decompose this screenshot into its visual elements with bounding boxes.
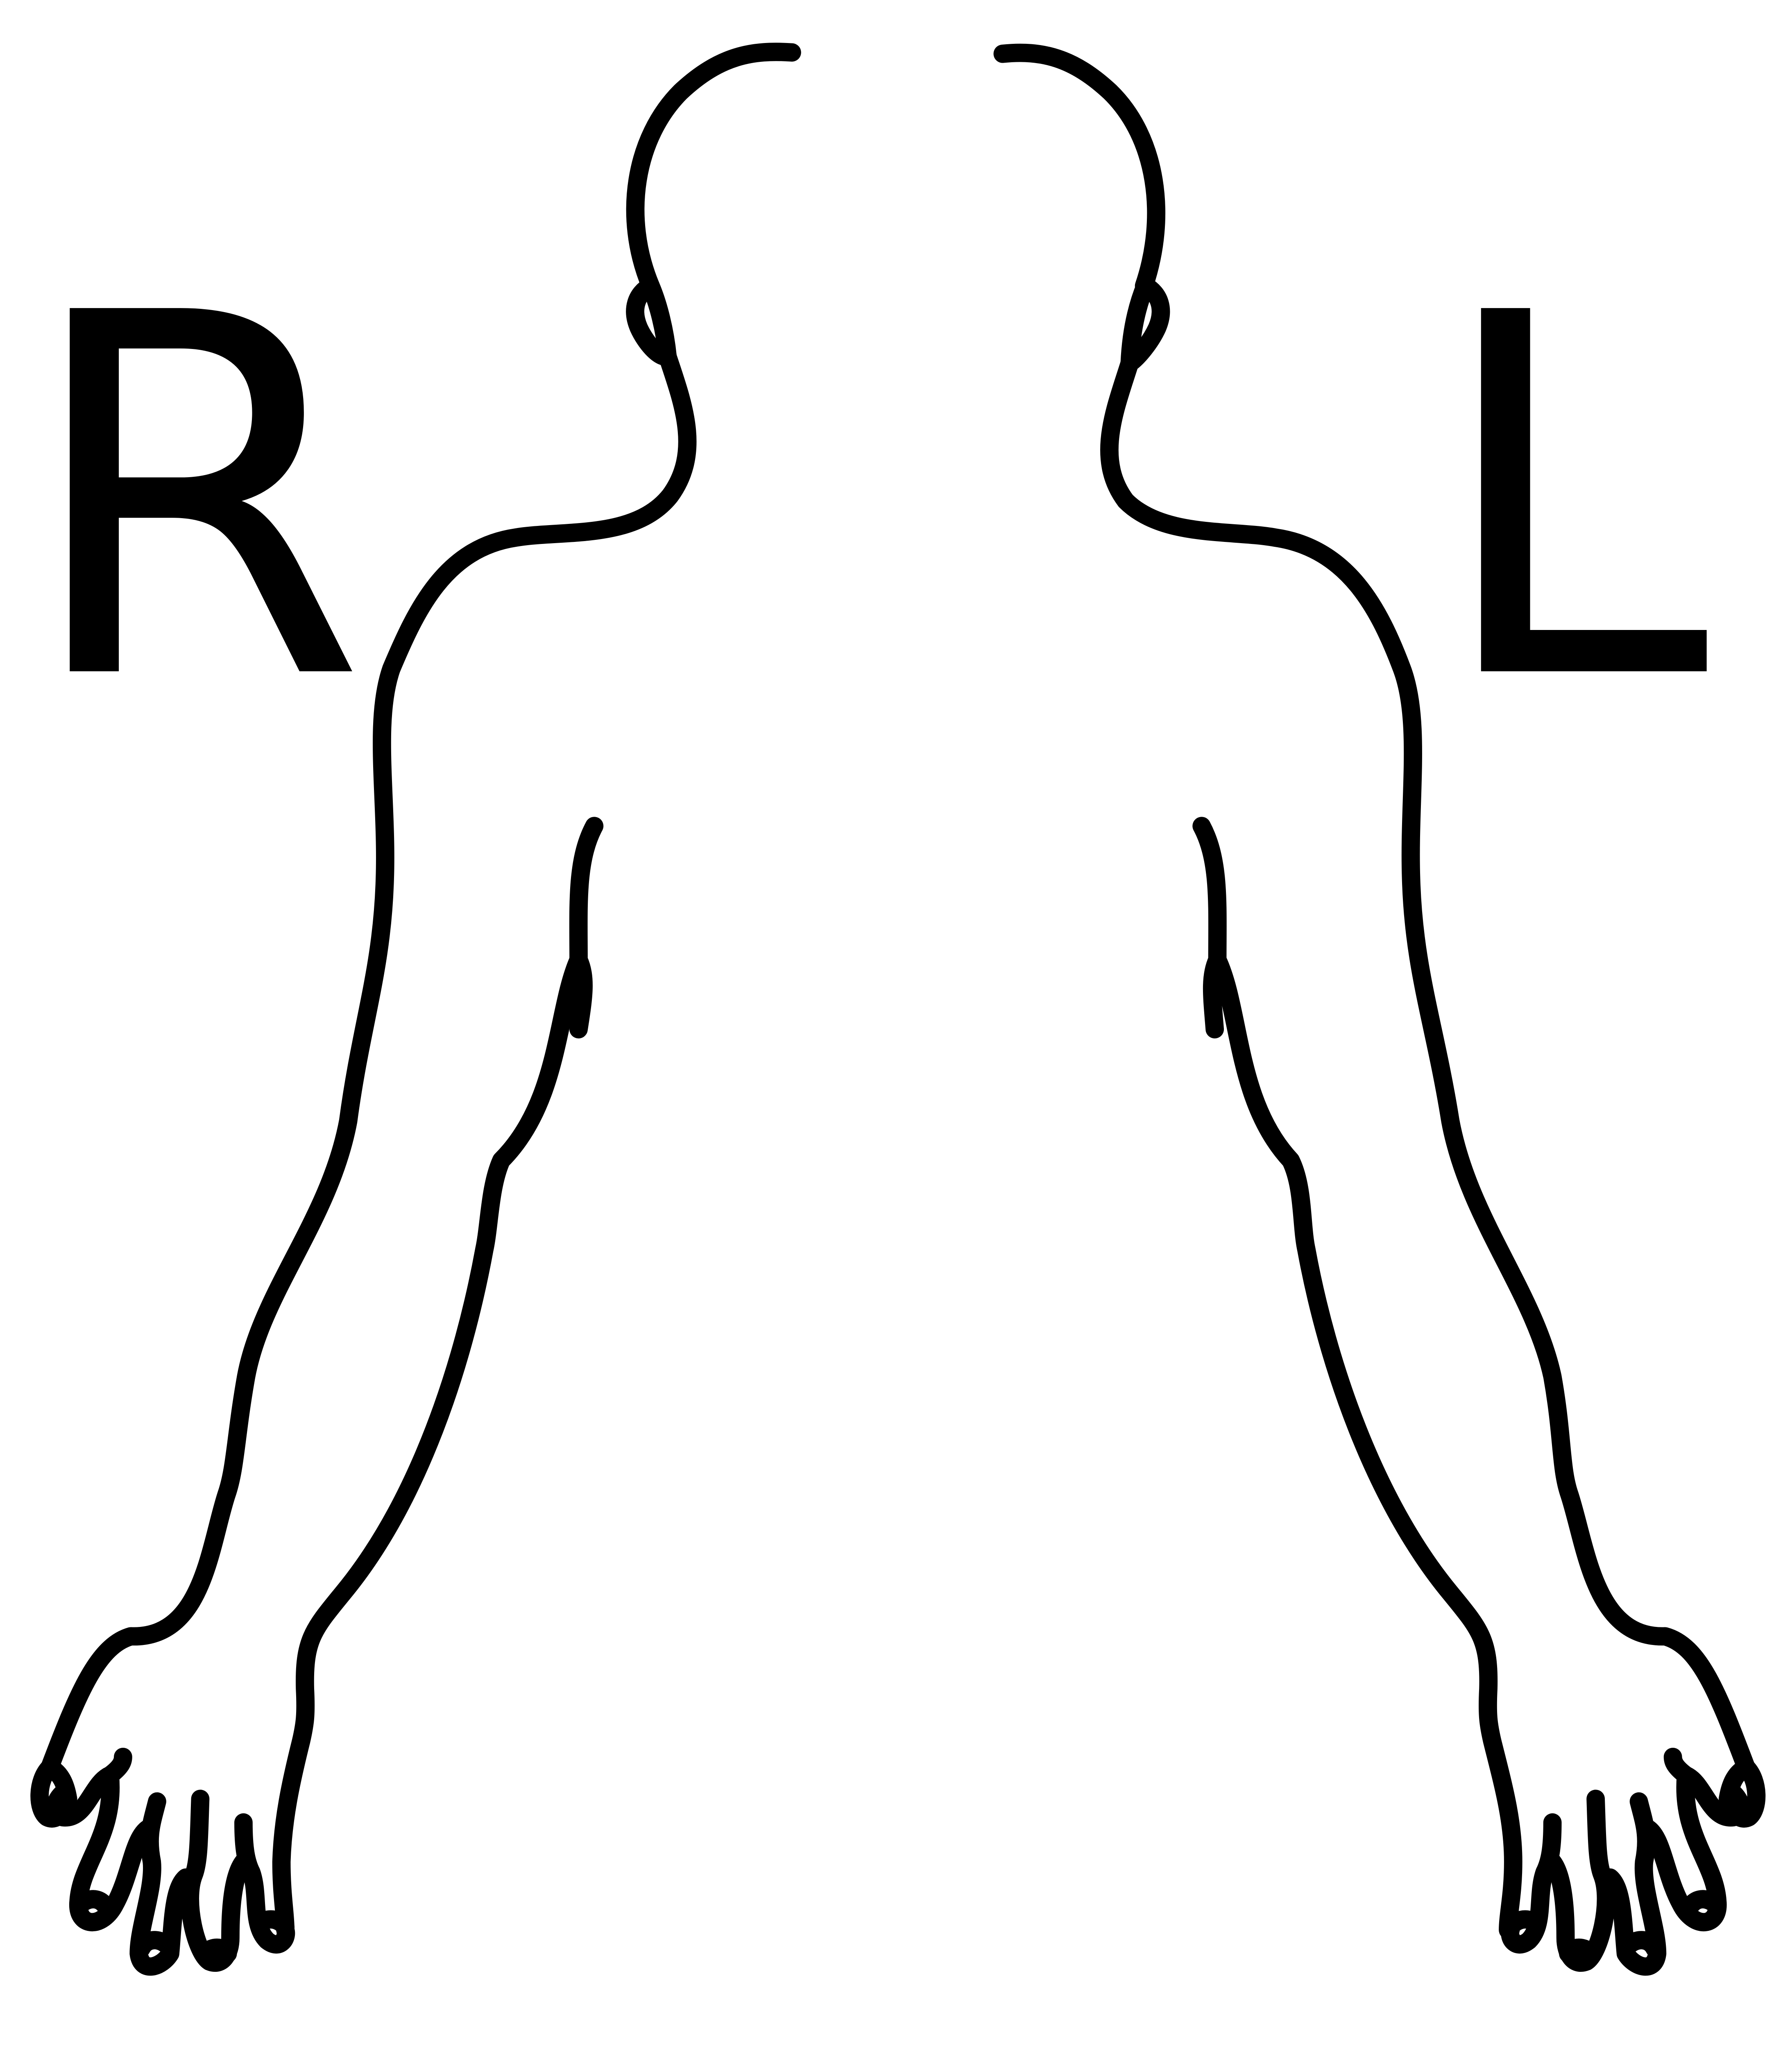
left-armpit-line bbox=[1192, 817, 1227, 1039]
head-left-curve bbox=[993, 43, 1166, 295]
head-outline bbox=[626, 43, 1166, 295]
right-little-nail bbox=[252, 1910, 295, 1937]
left-neck-shoulder-arm-outer bbox=[1100, 354, 1756, 1777]
right-little-finger bbox=[234, 1813, 295, 1954]
right-index-nail bbox=[72, 1890, 117, 1919]
head-right-curve bbox=[626, 43, 801, 295]
left-side-label: L bbox=[1432, 209, 1712, 789]
left-ear bbox=[1120, 276, 1170, 373]
right-inner-arm bbox=[272, 950, 588, 1939]
left-index-finger bbox=[1637, 1766, 1727, 1932]
right-hand bbox=[30, 1747, 295, 1976]
right-ring-nail bbox=[195, 1938, 237, 1963]
left-little-nail bbox=[1501, 1910, 1543, 1937]
right-arm-outline bbox=[41, 347, 697, 1939]
left-middle-nail bbox=[1619, 1931, 1664, 1958]
right-ear bbox=[626, 276, 677, 366]
left-little-finger bbox=[1501, 1813, 1562, 1954]
left-inner-arm bbox=[1208, 950, 1522, 1939]
left-index-nail bbox=[1679, 1890, 1724, 1919]
right-armpit-line bbox=[569, 817, 604, 1039]
right-neck-shoulder-arm-outer bbox=[41, 347, 697, 1777]
left-ring-nail bbox=[1559, 1938, 1601, 1963]
left-arm-outline bbox=[1100, 354, 1756, 1939]
right-middle-nail bbox=[132, 1931, 177, 1958]
right-side-label: R bbox=[21, 209, 367, 789]
left-hand bbox=[1501, 1747, 1766, 1976]
right-index-finger bbox=[69, 1766, 159, 1932]
